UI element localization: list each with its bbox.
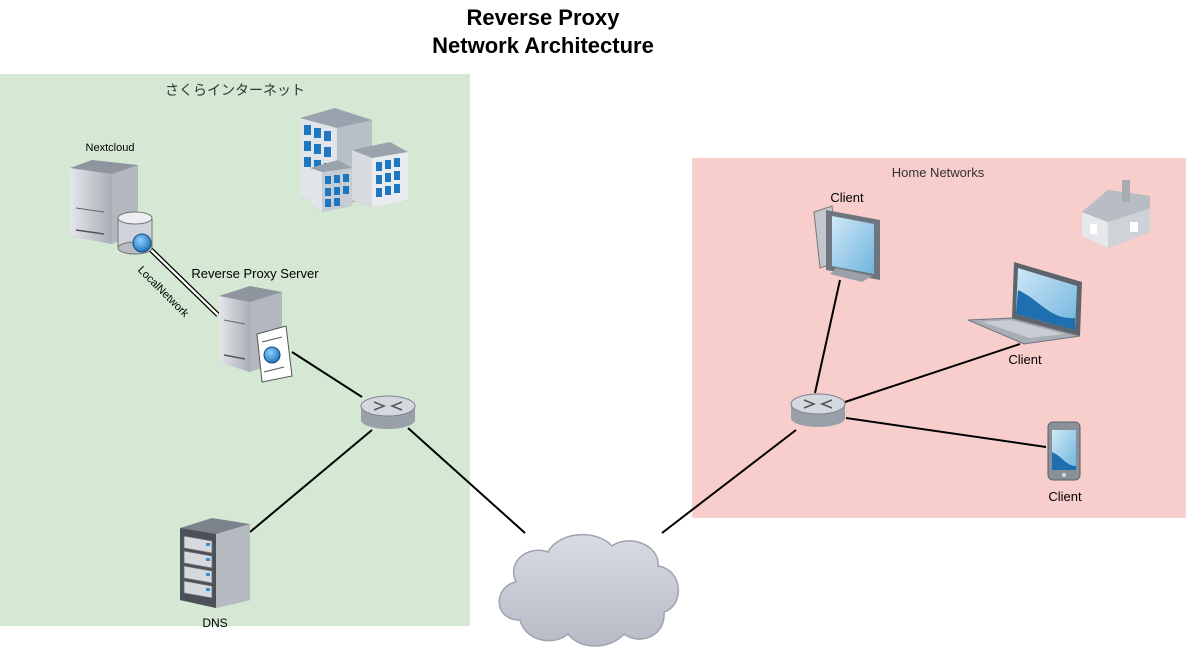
reverse-proxy-server-icon bbox=[219, 286, 293, 383]
router-home-icon bbox=[790, 393, 846, 427]
label-client-laptop: Client bbox=[1008, 352, 1042, 367]
edge-homerouter-desktop bbox=[814, 279, 841, 394]
router-sakura-icon bbox=[360, 395, 416, 429]
office-buildings-icon bbox=[300, 108, 408, 212]
diagram-title: Reverse Proxy Network Architecture bbox=[393, 4, 693, 60]
desktop-computer-icon bbox=[813, 205, 880, 282]
internet-cloud-icon bbox=[498, 534, 679, 647]
edge-local-network bbox=[143, 242, 220, 317]
house-icon bbox=[1082, 180, 1150, 248]
zone-sakura-label: さくらインターネット bbox=[165, 82, 305, 98]
label-dns: DNS bbox=[202, 616, 228, 630]
title-line-1: Reverse Proxy bbox=[466, 5, 620, 30]
connections bbox=[249, 279, 1047, 534]
label-client-phone: Client bbox=[1048, 489, 1082, 504]
edge-homerouter-phone bbox=[845, 417, 1047, 448]
label-reverse-proxy-server: Reverse Proxy Server bbox=[191, 266, 319, 281]
mobile-phone-icon bbox=[1047, 421, 1081, 481]
zone-home-label: Home Networks bbox=[891, 165, 985, 180]
edge-proxy-router bbox=[291, 351, 363, 398]
label-nextcloud: Nextcloud bbox=[85, 142, 135, 154]
edge-homerouter-laptop bbox=[844, 343, 1021, 403]
title-line-2: Network Architecture bbox=[432, 33, 654, 58]
nextcloud-server-icon bbox=[70, 160, 153, 255]
label-client-desktop: Client bbox=[830, 190, 864, 205]
edge-cloud-homerouter bbox=[661, 429, 797, 534]
dns-server-rack-icon bbox=[180, 518, 250, 608]
edge-dns-router bbox=[249, 429, 373, 533]
laptop-icon bbox=[967, 262, 1082, 345]
edge-router-cloud bbox=[407, 427, 526, 534]
